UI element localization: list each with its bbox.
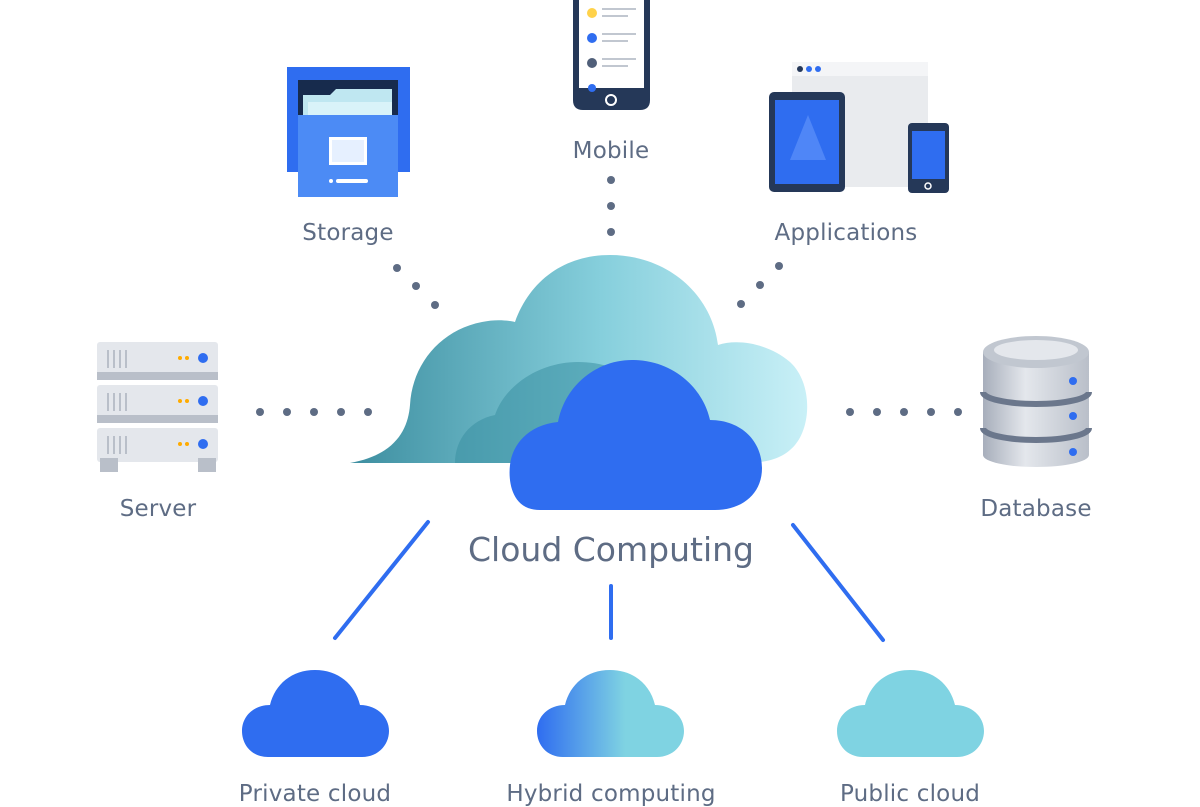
hybrid-cloud-icon xyxy=(537,670,684,757)
hybrid-computing-label: Hybrid computing xyxy=(506,781,716,807)
private-cloud-icon xyxy=(242,670,389,757)
storage-icon xyxy=(287,67,410,197)
private-cloud-label: Private cloud xyxy=(238,781,392,807)
mobile-icon xyxy=(573,0,650,110)
database-label: Database xyxy=(980,496,1092,522)
applications-label: Applications xyxy=(774,220,918,246)
public-cloud-icon xyxy=(837,670,984,757)
public-cloud-label: Public cloud xyxy=(839,781,981,807)
server-icon xyxy=(97,342,218,472)
connector-dots xyxy=(256,176,962,416)
central-cloud-icon xyxy=(350,255,808,510)
storage-label: Storage xyxy=(302,220,394,246)
mobile-label: Mobile xyxy=(572,138,650,164)
center-title: Cloud Computing xyxy=(468,530,754,569)
applications-icon xyxy=(769,62,949,193)
server-label: Server xyxy=(119,496,197,522)
database-icon xyxy=(980,336,1092,467)
cloud-type-connectors xyxy=(333,520,885,642)
